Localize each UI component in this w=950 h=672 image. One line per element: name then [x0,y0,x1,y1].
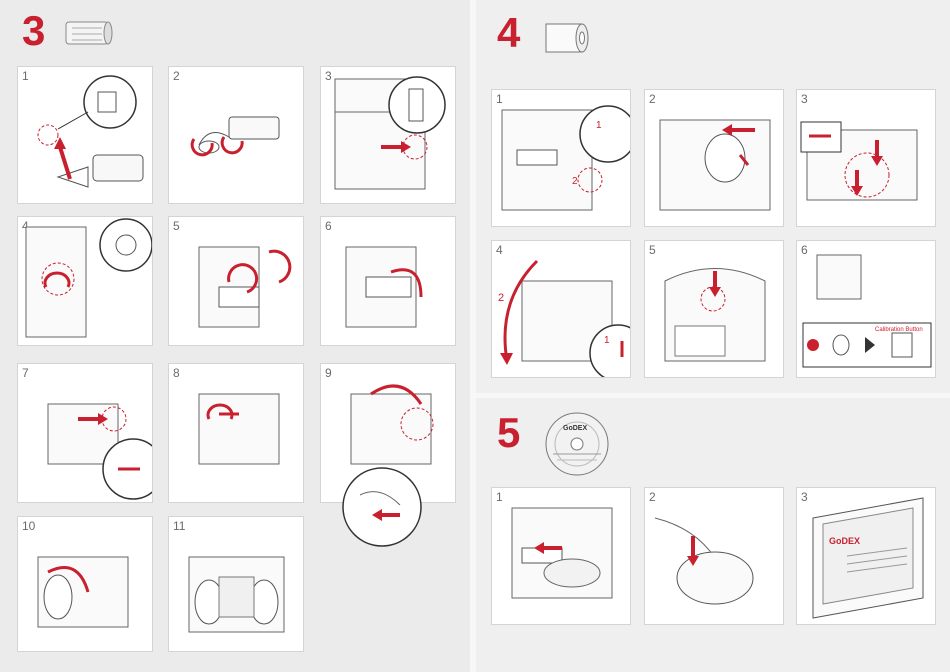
s4-panel-5-number: 5 [649,243,656,257]
step-label-3: 2 [498,292,504,304]
cd-brand-text: GoDEX [563,425,587,432]
s5-panel-3-number: 3 [801,490,808,504]
s3-panel-7-number: 7 [22,366,29,380]
s3-panel-4: 4 [17,216,153,346]
s4-panel-5: 5 [644,240,784,378]
s5-panel-1: 1 [491,487,631,625]
ribbon-roll-icon [65,21,113,45]
section-5-number: 5 [497,409,521,456]
step-label-1: 1 [596,120,602,131]
step-label-4: 1 [604,335,610,346]
s5-panel-3: 3 GoDEX [796,487,936,625]
s4-panel-3: 3 [796,89,936,227]
s3-panel-5-number: 5 [173,219,180,233]
s3-panel-11: 11 [168,516,304,652]
section-3-number: 3 [22,7,46,54]
s4-panel-3-number: 3 [801,92,808,106]
s5-panel-2: 2 [644,487,784,625]
arrow-icon [54,137,72,180]
s3-panel-6-number: 6 [325,219,332,233]
monitor-icon: GoDEX [812,497,924,619]
s3-panel-8: 8 [168,363,304,503]
s3-panel-6: 6 [320,216,456,346]
cd-icon: GoDEX [545,412,609,476]
s3-panel-4-number: 4 [22,219,29,233]
s3-panel-10-number: 10 [22,519,36,533]
s4-panel-6-number: 6 [801,243,808,257]
label-roll-icon [545,23,589,53]
s3-panel-1-number: 1 [22,69,29,83]
s3-panel-10: 10 [17,516,153,652]
s4-panel-2: 2 [644,89,784,227]
vertical-divider [470,0,476,672]
s4-panel-1: 1 1 2 [491,89,631,227]
screen-brand-text: GoDEX [829,536,860,546]
printer-icon [664,268,766,362]
s3-panel-5: 5 [168,216,304,346]
s3-panel-1: 1 [17,66,153,204]
s3-panel-7: 7 [17,363,153,503]
magnifier-circle-icon [342,467,422,547]
s3-panel-2: 2 [168,66,304,204]
s3-panel-11-number: 11 [173,519,186,533]
s4-panel-2-number: 2 [649,92,656,106]
s4-panel-6: 6 Calibration Button [796,240,936,378]
s3-panel-2-number: 2 [173,69,180,83]
s5-panel-1-number: 1 [496,490,503,504]
s3-panel-8-number: 8 [173,366,180,380]
s5-panel-2-number: 2 [649,490,656,504]
magnifier-circle-icon [83,75,137,129]
section-4-number: 4 [497,9,521,56]
s3-panel-3-number: 3 [325,69,332,83]
horizontal-divider [476,393,950,398]
calibration-button-label: Calibration Button [875,327,923,333]
s4-panel-4-number: 4 [496,243,503,257]
step-label-2: 2 [572,176,578,187]
mouse-icon [654,517,754,605]
s3-panel-9-number: 9 [325,366,332,380]
s4-panel-4: 4 2 1 [491,240,631,378]
s4-panel-1-number: 1 [496,92,503,106]
s3-panel-3: 3 [320,66,456,204]
